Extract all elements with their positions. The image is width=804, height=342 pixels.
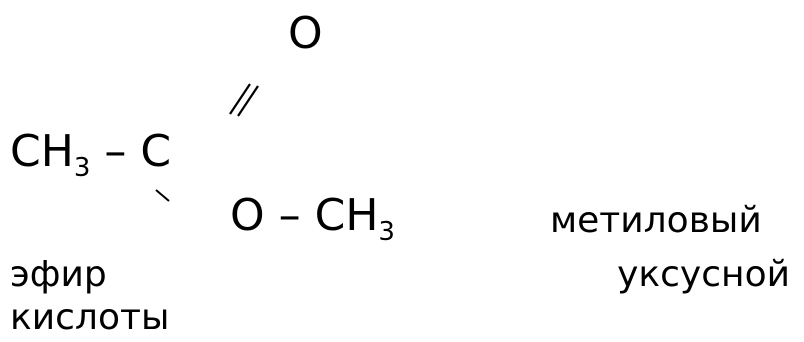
methyl-subscript: 3 (73, 153, 91, 183)
carbon-suffix: – C (90, 126, 172, 177)
carbonyl-oxygen: O (288, 8, 323, 59)
caption-word-acetic: уксусной (617, 254, 790, 295)
methyl-base: CH (10, 126, 74, 177)
ester-subscript: 3 (378, 217, 395, 247)
caption-word-ester: эфир (10, 254, 107, 295)
methyl-carbon-group: CH3 – C (10, 130, 171, 182)
caption-word-methyl: метиловый (550, 200, 762, 241)
caption-word-acid: кислоты (10, 297, 170, 338)
ester-base: O – CH (230, 190, 379, 241)
double-bond (229, 83, 259, 117)
single-bond (155, 189, 170, 202)
ester-group: O – CH3 (230, 194, 395, 246)
